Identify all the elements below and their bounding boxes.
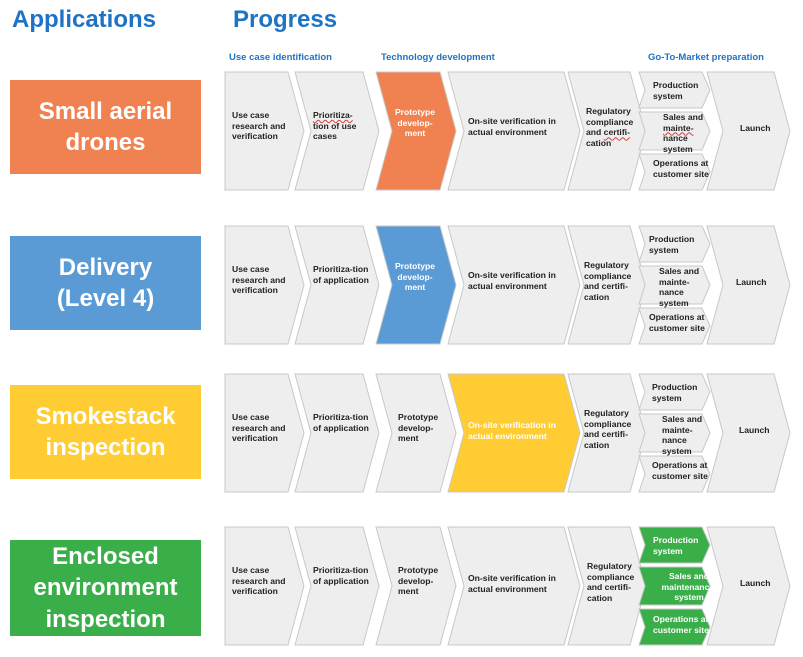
step-operations: Operations at customer site [653, 614, 709, 635]
step-on-site-verification: On-site verification in actual environme… [468, 116, 556, 137]
step-on-site-verification: On-site verification in actual environme… [468, 270, 556, 291]
chevron-gtm-production [638, 71, 711, 109]
step-regulatory-compliance: Regulatory compliance and certifi-cation [584, 408, 632, 451]
app-small-aerial-drones: Small aerial drones [10, 80, 201, 174]
app-label: Delivery (Level 4) [56, 253, 155, 312]
chevron-gtm-operations [638, 608, 711, 646]
progress-row-enclosed-environment: Use case research and verification Prior… [222, 525, 802, 647]
app-smokestack-inspection: Smokestack inspection [10, 385, 201, 479]
chevron-launch [706, 71, 791, 191]
chevron-use_case [224, 225, 305, 345]
step-production-system: Production system [649, 234, 695, 255]
step-operations: Operations at customer site [653, 158, 709, 179]
step-prototype-development: Prototype develop-ment [398, 412, 439, 444]
progress-chevrons [224, 225, 791, 345]
chevron-prioritization [294, 373, 380, 493]
step-on-site-verification: On-site verification in actual environme… [468, 420, 556, 441]
phase-use-case-identification: Use case identification [229, 52, 332, 63]
progress-header: Progress [233, 6, 338, 33]
app-label: Small aerial drones [38, 97, 173, 156]
chevron-gtm-sales [638, 265, 711, 305]
chevron-use_case [224, 526, 305, 646]
phase-technology-development: Technology development [381, 52, 495, 63]
phase-go-to-market-preparation: Go-To-Market preparation [648, 52, 764, 63]
chevron-gtm-production [638, 373, 711, 411]
step-launch: Launch [739, 425, 770, 435]
step-sales-maintenance: Sales and mainte-nance system [659, 266, 700, 309]
progress-row-small-aerial-drones: Use case research and verification Prior… [222, 70, 802, 192]
step-sales-maintenance: Sales and maintenanc e system [661, 571, 717, 603]
progress-chevrons [224, 526, 791, 646]
app-enclosed-environment-inspection: Enclosed environment inspection [10, 540, 201, 636]
step-launch: Launch [736, 277, 767, 287]
chevron-prototype [375, 71, 457, 191]
step-sales-maintenance: Sales and mainte-nance system [662, 414, 703, 457]
chevron-gtm-operations [638, 455, 711, 493]
step-launch: Launch [740, 123, 771, 133]
chevron-prototype [375, 373, 457, 493]
progress-chevrons [224, 373, 791, 493]
chevron-prototype [375, 526, 457, 646]
chevron-regulatory [567, 526, 647, 646]
step-regulatory-compliance: Regulatory compliance and certifi-cation [586, 106, 634, 149]
app-label: Enclosed environment inspection [33, 543, 178, 633]
chevron-onsite [447, 225, 581, 345]
step-production-system: Production system [652, 382, 698, 403]
step-production-system: Production system [653, 535, 699, 556]
chevron-regulatory [567, 373, 647, 493]
step-production-system: Production system [653, 80, 699, 101]
step-regulatory-compliance: Regulatory compliance and certifi-cation [587, 561, 635, 604]
chevron-gtm-sales [638, 111, 711, 151]
progress-chevrons [224, 71, 791, 191]
chevron-prototype [375, 225, 457, 345]
chevron-onsite [447, 526, 581, 646]
step-use-case-research: Use case research and verification [232, 264, 286, 296]
step-prioritization: Prioritiza-tion of application [313, 565, 369, 586]
chevron-gtm-production [638, 225, 711, 263]
app-delivery-level-4: Delivery (Level 4) [10, 236, 201, 330]
progress-row-delivery: Use case research and verification Prior… [222, 224, 802, 346]
chevron-gtm-operations [638, 307, 711, 345]
step-prioritization: Prioritiza-tion of application [313, 412, 369, 433]
step-operations: Operations at customer site [649, 312, 705, 333]
chevron-launch [706, 225, 791, 345]
step-prototype-development: Prototype develop-ment [394, 261, 436, 293]
step-prototype-development: Prototype develop-ment [398, 565, 439, 597]
chevron-use_case [224, 373, 305, 493]
step-regulatory-compliance: Regulatory compliance and certifi-cation [584, 260, 632, 303]
applications-header: Applications [12, 6, 157, 33]
step-on-site-verification: On-site verification in actual environme… [468, 573, 556, 594]
chevron-use_case [224, 71, 305, 191]
progress-row-smokestack: Use case research and verification Prior… [222, 372, 802, 494]
chevron-prioritization [294, 71, 380, 191]
chevron-prioritization [294, 526, 380, 646]
step-prototype-development: Prototype develop-ment [394, 107, 436, 139]
step-operations: Operations at customer site [652, 460, 708, 481]
chevron-regulatory [567, 225, 647, 345]
chevron-gtm-operations [638, 153, 711, 191]
chevron-gtm-production [638, 526, 711, 564]
step-use-case-research: Use case research and verification [232, 110, 286, 142]
step-launch: Launch [740, 578, 771, 588]
chevron-regulatory [567, 71, 647, 191]
step-use-case-research: Use case research and verification [232, 565, 286, 597]
chevron-onsite [447, 373, 581, 493]
chevron-launch [706, 526, 791, 646]
chevron-prioritization [294, 225, 380, 345]
chevron-gtm-sales [638, 566, 711, 606]
step-use-case-research: Use case research and verification [232, 412, 286, 444]
chevron-launch [706, 373, 791, 493]
step-prioritization: Prioritiza-tion of application [313, 264, 369, 285]
step-prioritization: Prioritiza-tion of use cases [313, 110, 357, 142]
app-label: Smokestack inspection [35, 402, 176, 461]
step-sales-maintenance: Sales and mainte- nance system [663, 112, 704, 155]
chevron-gtm-sales [638, 413, 711, 453]
chevron-onsite [447, 71, 581, 191]
